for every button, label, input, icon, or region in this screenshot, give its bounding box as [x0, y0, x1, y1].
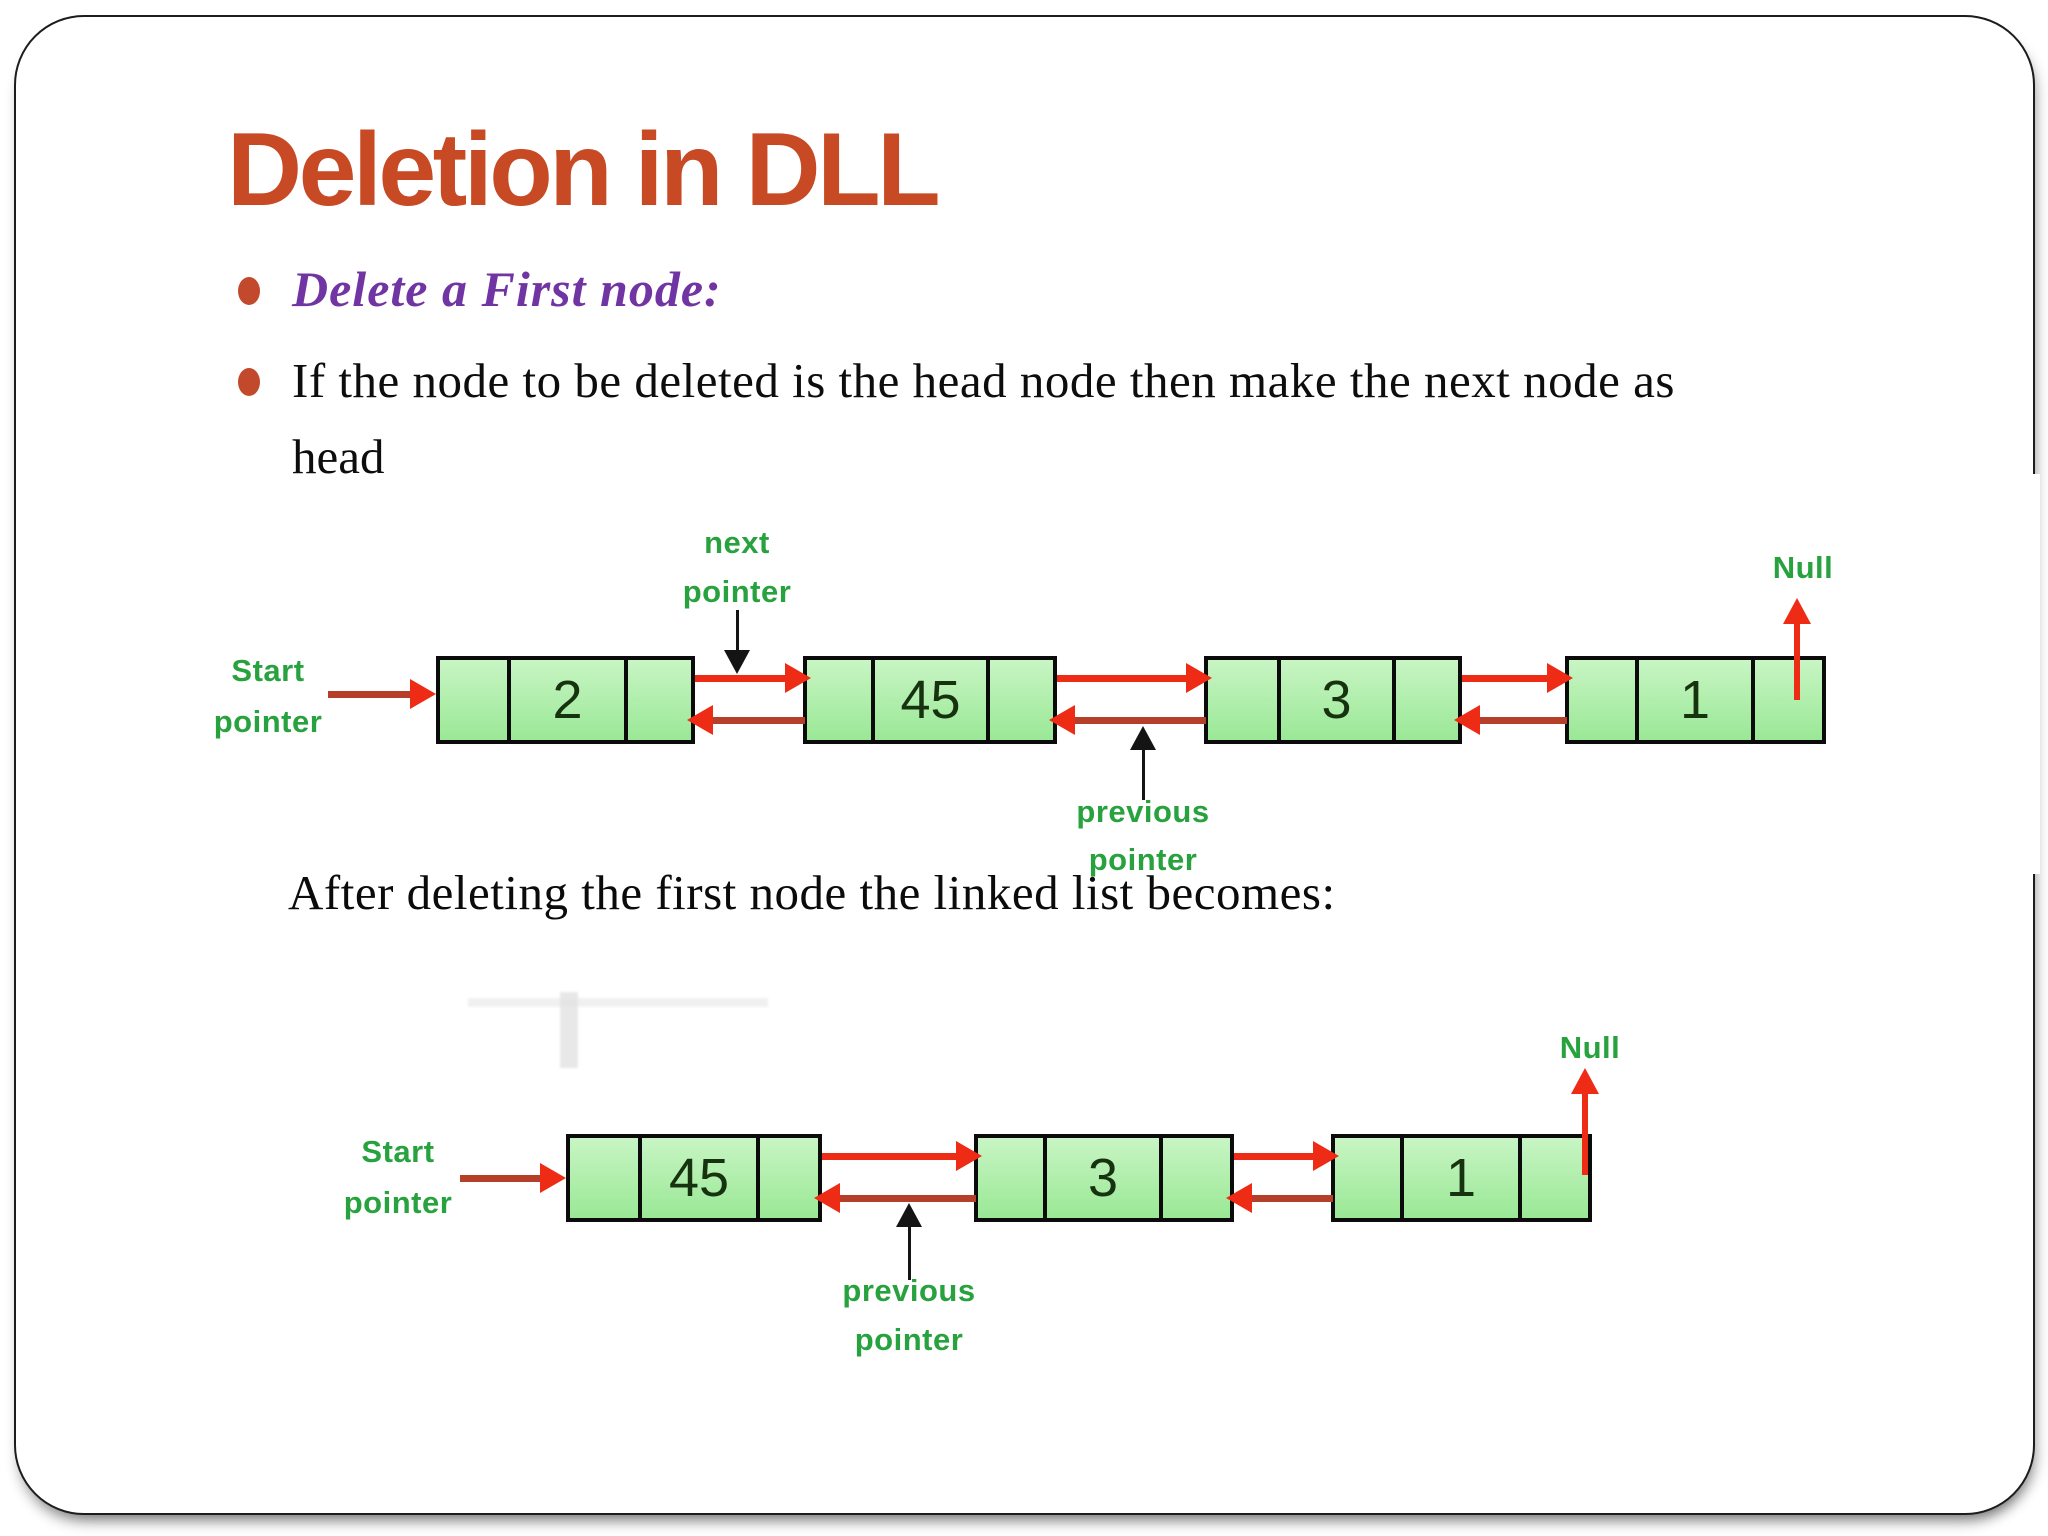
next-link-arrow-head [1186, 663, 1212, 693]
node-next-pointer-cell [756, 1138, 818, 1218]
node-next-pointer-cell [1518, 1138, 1588, 1218]
node-data-cell: 1 [1400, 1138, 1518, 1218]
node-prev-pointer-cell [1208, 660, 1277, 740]
node-value: 2 [552, 670, 583, 730]
next-link-arrow [1234, 1152, 1321, 1160]
node-prev-pointer-cell [1569, 660, 1635, 740]
bullet-dot [238, 277, 260, 305]
next-link-arrow [695, 674, 793, 682]
node-next-pointer-cell [1751, 660, 1822, 740]
prev-link-arrow [1474, 716, 1567, 724]
node-value: 3 [1321, 670, 1352, 730]
next-link-arrow-head [785, 663, 811, 693]
start-pointer-arrow [328, 690, 418, 698]
list-node: 1 [1565, 656, 1826, 744]
list-node: 1 [1331, 1134, 1592, 1222]
node-data-cell: 1 [1635, 660, 1751, 740]
start-pointer-arrow-head [410, 679, 436, 709]
node-next-pointer-cell [624, 660, 691, 740]
previous-pointer-callout-arrow-head [1130, 726, 1156, 750]
node-data-cell: 3 [1277, 660, 1392, 740]
node-value: 3 [1087, 1148, 1119, 1208]
previous-pointer-callout-arrow [1141, 746, 1145, 800]
image-artifact [468, 998, 768, 1007]
list-node: 3 [1204, 656, 1462, 744]
prev-link-arrow [1069, 716, 1206, 724]
list-node: 45 [566, 1134, 822, 1222]
start-pointer-label: pointer [343, 1185, 453, 1220]
next-pointer-label: pointer [682, 574, 792, 609]
next-pointer-label: next [704, 525, 770, 560]
prev-link-arrow [834, 1194, 976, 1202]
bullet-if-node-text-line1: If the node to be deleted is the head no… [292, 353, 1675, 408]
node-data-cell: 45 [871, 660, 986, 740]
node-value: 45 [668, 1148, 730, 1208]
null-arrow-head [1571, 1068, 1599, 1094]
null-label: Null [1559, 1030, 1621, 1065]
list-node: 3 [974, 1134, 1234, 1222]
image-artifact [560, 992, 578, 1068]
node-value: 1 [1679, 670, 1711, 730]
list-node: 45 [803, 656, 1057, 744]
list-node: 2 [436, 656, 695, 744]
next-pointer-callout-arrow [735, 610, 739, 654]
null-label: Null [1772, 550, 1834, 585]
node-next-pointer-cell [1159, 1138, 1230, 1218]
slide-title: Deletion in DLL [227, 112, 941, 228]
node-prev-pointer-cell [807, 660, 871, 740]
start-pointer-arrow-head [540, 1163, 566, 1193]
prev-link-arrow-head [1454, 705, 1480, 735]
caption-after-deleting: After deleting the first node the linked… [288, 865, 1336, 920]
start-pointer-label: Start [361, 1134, 435, 1169]
next-link-arrow-head [1547, 663, 1573, 693]
node-data-cell: 3 [1043, 1138, 1159, 1218]
bullet-delete-first-node: Delete a First node: [292, 261, 722, 317]
next-link-arrow [1462, 674, 1555, 682]
prev-link-arrow-head [1226, 1183, 1252, 1213]
prev-link-arrow-head [687, 705, 713, 735]
next-link-arrow-head [1313, 1141, 1339, 1171]
node-value: 45 [900, 670, 961, 730]
node-prev-pointer-cell [440, 660, 507, 740]
start-pointer-arrow [460, 1174, 548, 1182]
previous-pointer-label: pointer [854, 1322, 964, 1357]
next-link-arrow-head [956, 1141, 982, 1171]
bullet-dot [238, 368, 260, 396]
previous-pointer-callout-arrow [907, 1223, 911, 1280]
node-data-cell: 2 [507, 660, 624, 740]
next-pointer-callout-arrow-head [724, 650, 750, 674]
node-next-pointer-cell [986, 660, 1053, 740]
previous-pointer-callout-arrow-head [896, 1203, 922, 1227]
start-pointer-label: pointer [213, 704, 323, 739]
null-arrow [1794, 620, 1800, 700]
prev-link-arrow [707, 716, 805, 724]
prev-link-arrow-head [1049, 705, 1075, 735]
node-data-cell: 45 [638, 1138, 756, 1218]
next-link-arrow [822, 1152, 964, 1160]
prev-link-arrow [1246, 1194, 1333, 1202]
previous-pointer-label: pointer [1088, 842, 1198, 877]
null-arrow-head [1783, 598, 1811, 624]
prev-link-arrow-head [814, 1183, 840, 1213]
null-arrow [1582, 1090, 1588, 1175]
next-link-arrow [1057, 674, 1194, 682]
node-value: 1 [1445, 1148, 1477, 1208]
start-pointer-label: Start [231, 653, 305, 688]
node-next-pointer-cell [1392, 660, 1458, 740]
